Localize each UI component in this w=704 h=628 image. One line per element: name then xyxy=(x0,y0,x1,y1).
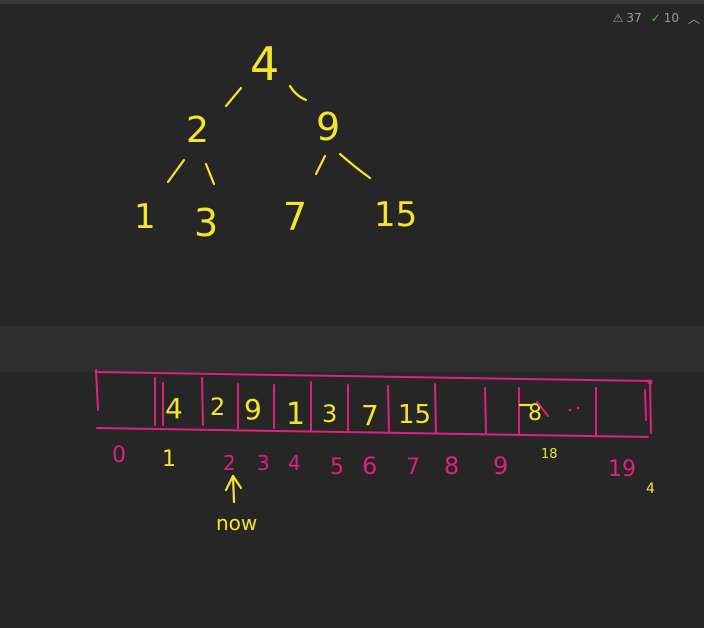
ellipsis-dot xyxy=(576,406,580,410)
array-cell-value: 4 xyxy=(165,392,183,425)
array-cell-value: 15 xyxy=(398,400,431,430)
array-cell-value: 7 xyxy=(361,399,379,432)
tree-edge-root-right xyxy=(288,84,308,102)
array-corner-dot xyxy=(647,379,653,385)
array-index: 6 xyxy=(362,452,377,480)
array-bottom-edge xyxy=(96,427,649,438)
tree-edge-2-3 xyxy=(204,162,216,186)
array-index: 3 xyxy=(257,451,270,475)
array-top-edge xyxy=(94,371,651,382)
tree-node-left-left: 1 xyxy=(134,197,156,237)
tree-edge-root-left xyxy=(224,86,243,108)
ellipsis-dot xyxy=(568,408,572,412)
array-index: 18 xyxy=(541,447,558,462)
check-count: 10 xyxy=(663,11,679,25)
tree-node-root: 4 xyxy=(250,37,279,91)
tree-node-right-right: 15 xyxy=(374,195,417,235)
array-index: 19 xyxy=(608,457,636,482)
array-right-mark xyxy=(644,389,647,421)
array-index: 4 xyxy=(646,481,655,497)
array-index: 2 xyxy=(223,451,236,475)
tree-edge-2-1 xyxy=(166,158,186,184)
pointer-arrow-shaft xyxy=(231,474,236,504)
status-bar[interactable]: ⚠ 37 ✓ 10 ︿ xyxy=(613,9,704,27)
pointer-arrow-head xyxy=(224,474,243,492)
tree-node-right-left: 7 xyxy=(283,195,307,239)
array-cell-strike xyxy=(536,401,549,417)
array-cell-value: 3 xyxy=(322,400,337,428)
tree-node-left: 2 xyxy=(186,110,209,151)
double-check-icon: ✓ xyxy=(650,11,661,25)
array-index: 0 xyxy=(112,443,126,468)
array-index: 1 xyxy=(162,447,176,472)
array-right-edge xyxy=(649,381,652,434)
array-index: 9 xyxy=(493,452,508,480)
warning-count: 37 xyxy=(626,11,642,25)
array-left-edge xyxy=(95,369,99,411)
separator-band xyxy=(0,326,704,372)
chevron-up-icon[interactable]: ︿ xyxy=(687,11,700,26)
tree-node-right: 9 xyxy=(316,105,340,149)
array-cell-value: 1 xyxy=(286,397,305,432)
array-dividers xyxy=(154,377,597,437)
tree-edge-9-15 xyxy=(338,152,372,180)
array-cell-value: 2 xyxy=(210,393,225,421)
array-index: 5 xyxy=(330,455,344,480)
array-cell-value: 8 xyxy=(528,401,542,426)
top-divider xyxy=(0,0,704,4)
array-index: 8 xyxy=(444,452,459,480)
array-index: 7 xyxy=(406,455,420,480)
pointer-label: now xyxy=(216,511,257,535)
tree-edge-9-7 xyxy=(314,154,327,176)
tree-node-left-right: 3 xyxy=(194,201,218,245)
array-cell-value: 9 xyxy=(244,393,262,426)
warning-triangle-icon: ⚠ xyxy=(612,11,624,25)
array-index: 4 xyxy=(288,451,301,475)
